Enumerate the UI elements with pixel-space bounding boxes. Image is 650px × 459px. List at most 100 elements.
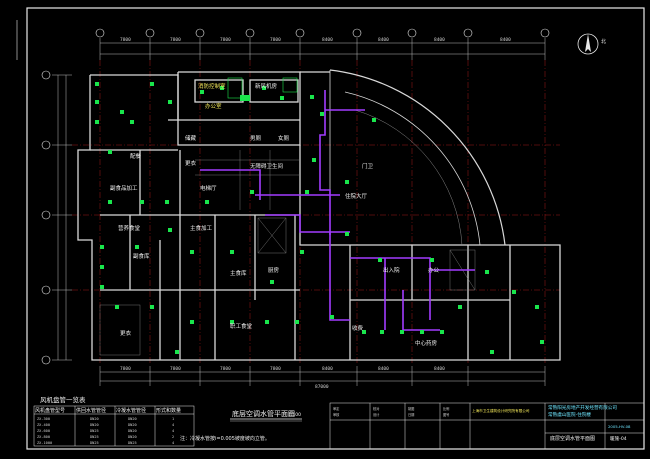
plan-note: 注：冷凝水管按i=0.005坡度坡向立管。 xyxy=(180,435,270,442)
dim-bot-4: 7800 xyxy=(270,366,281,372)
north-arrow-icon: 北 xyxy=(577,33,606,55)
fcu-row-3-model: ZX-600 xyxy=(37,429,50,433)
fcu-row-2-supply: DN20 xyxy=(90,423,99,427)
tb-drawing-code: 2005-HV-08 xyxy=(608,424,631,429)
top-dimension-texts: 7800 7800 7800 7800 8400 8400 8400 8400 xyxy=(120,37,511,43)
fcu-row-3-supply: DN25 xyxy=(90,429,99,433)
room-label-nutrition-canteen: 营养食堂 xyxy=(118,224,141,232)
equipment-outlines xyxy=(227,77,298,99)
room-label-inpatient-hall: 住院大厅 xyxy=(345,192,368,200)
room-label-admission: 出入院 xyxy=(383,266,400,274)
axis-bubbles xyxy=(41,28,550,365)
grid-axes xyxy=(72,60,560,365)
tb-field-7: 比例 xyxy=(443,406,449,411)
tb-field-3: 校对 xyxy=(373,406,380,411)
dim-top-5: 8400 xyxy=(322,37,333,43)
fcu-header-quantity: 形式和数量 xyxy=(156,407,181,414)
fcu-row-1-model: ZX-300 xyxy=(37,417,50,421)
room-label-locker: 更衣 xyxy=(185,159,197,167)
fcu-header-condensate: 冷凝水管管径 xyxy=(116,407,146,414)
hvac-piping xyxy=(200,90,475,331)
curved-facade xyxy=(329,69,506,246)
room-label-pantry: 配餐 xyxy=(130,152,142,160)
room-label-womens-wc: 女厕 xyxy=(278,134,290,142)
dim-top-1: 7800 xyxy=(120,37,131,43)
room-label-staple-store: 主食库 xyxy=(230,269,247,277)
tb-field-4: 设计 xyxy=(373,412,380,417)
building-walls xyxy=(77,71,561,361)
room-label-nonstaple-processing: 副食品加工 xyxy=(110,184,138,192)
dim-bot-6: 8400 xyxy=(378,366,389,372)
fcu-row-4-qty: 2 xyxy=(172,435,174,439)
dim-top-6: 8400 xyxy=(378,37,389,43)
tb-project: 常熟虞山医院-住院楼 xyxy=(548,411,591,418)
fcu-header-supply: 供回水管管径 xyxy=(76,407,106,414)
tb-field-2: 审核 xyxy=(333,412,340,417)
room-label-fresh-air: 新风机房 xyxy=(255,82,278,90)
fcu-row-5-model: ZX-1000 xyxy=(37,441,52,445)
fcu-row-1-supply: DN20 xyxy=(90,417,99,421)
tb-field-5: 制图 xyxy=(408,406,414,411)
dim-bot-7: 8400 xyxy=(434,366,445,372)
fcu-table-title: 风机盘管一览表 xyxy=(40,395,86,404)
dim-top-2: 7800 xyxy=(170,37,181,43)
room-label-elevator-lobby: 电梯厅 xyxy=(200,184,217,192)
bottom-dimension-texts: 7800 7800 7800 7800 8400 8400 8400 87000 xyxy=(120,366,445,390)
bottom-dimension-chain xyxy=(99,366,546,386)
fcu-row-2-qty: 4 xyxy=(172,423,174,427)
fcu-header-model: 风机盘管型号 xyxy=(35,407,65,414)
room-labels: 消防控制室 新风机房 办公室 配餐 储藏 更衣 男厕 女厕 无障碍卫生间 电梯厅… xyxy=(110,82,440,347)
tb-client: 常熟阳光房地产开发经营有限公司 xyxy=(548,404,617,411)
dim-top-3: 7800 xyxy=(220,37,231,43)
room-label-accessible-wc: 无障碍卫生间 xyxy=(250,162,283,170)
equipment-symbols xyxy=(95,82,544,354)
dim-top-4: 7800 xyxy=(270,37,281,43)
room-label-locker-2: 更衣 xyxy=(120,329,132,337)
fcu-row-5-cond: DN25 xyxy=(128,441,137,445)
room-label-cashier: 收费 xyxy=(352,324,364,332)
tb-field-8: 图号 xyxy=(443,412,449,417)
plan-title-block: 底层空调水管平面图 1:100 xyxy=(230,409,302,422)
room-label-staple-processing: 主食加工 xyxy=(190,224,213,232)
fcu-row-5-qty: 4 xyxy=(172,441,174,445)
room-label-fire-control: 消防控制室 xyxy=(198,82,226,90)
tb-sheet-title: 底层空调水管平面图 xyxy=(550,435,595,442)
tb-field-1: 审定 xyxy=(333,406,340,411)
fcu-row-5-supply: DN25 xyxy=(90,441,99,445)
room-label-central-pharmacy: 中心药房 xyxy=(415,339,438,347)
fcu-row-4-supply: DN25 xyxy=(90,435,99,439)
dim-top-8: 8400 xyxy=(500,37,511,43)
tb-design-institute: 上海市卫生建筑设计研究院有限公司 xyxy=(472,408,530,413)
fcu-row-4-cond: DN20 xyxy=(128,435,137,439)
interior-detail-lines xyxy=(99,150,476,356)
room-label-mens-wc: 男厕 xyxy=(250,135,262,142)
dim-bot-1: 7800 xyxy=(120,366,131,372)
tb-field-6: 日期 xyxy=(408,412,414,417)
fcu-row-2-model: ZX-400 xyxy=(37,423,50,427)
fcu-row-4-model: ZX-800 xyxy=(37,435,50,439)
room-label-office-2: 办公 xyxy=(428,266,440,274)
room-label-office: 办公室 xyxy=(205,102,222,110)
fcu-schedule-table: 风机盘管一览表 风机盘管型号 供回水管管径 冷凝水管管径 形式和数量 ZX-30… xyxy=(33,395,195,447)
dim-bot-3: 7800 xyxy=(220,366,231,372)
dim-overall: 87000 xyxy=(315,384,329,390)
room-label-nonstaple-store: 副食库 xyxy=(133,252,150,260)
fcu-row-1-qty: 1 xyxy=(172,417,174,421)
plan-scale: 1:100 xyxy=(288,412,301,418)
top-dimension-chain xyxy=(99,38,546,60)
tb-sheet-no: 暖施-04 xyxy=(610,435,627,442)
fcu-row-1-cond: DN20 xyxy=(128,417,137,421)
dim-bot-5: 8400 xyxy=(322,366,333,372)
room-label-guard: 门卫 xyxy=(362,162,374,170)
room-label-kitchen: 厨房 xyxy=(268,266,280,274)
dim-top-7: 8400 xyxy=(434,37,445,43)
fcu-row-3-cond: DN20 xyxy=(128,429,137,433)
left-dimension-chain xyxy=(52,74,72,361)
dim-bot-2: 7800 xyxy=(170,366,181,372)
fcu-row-2-cond: DN20 xyxy=(128,423,137,427)
title-block: 审定 审核 校对 设计 制图 日期 比例 图号 上海市卫生建筑设计研究院有限公司… xyxy=(329,402,645,450)
plan-title: 底层空调水管平面图 xyxy=(232,409,295,418)
room-label-storage: 储藏 xyxy=(185,134,197,142)
room-label-staff-canteen: 职工食堂 xyxy=(230,322,253,330)
